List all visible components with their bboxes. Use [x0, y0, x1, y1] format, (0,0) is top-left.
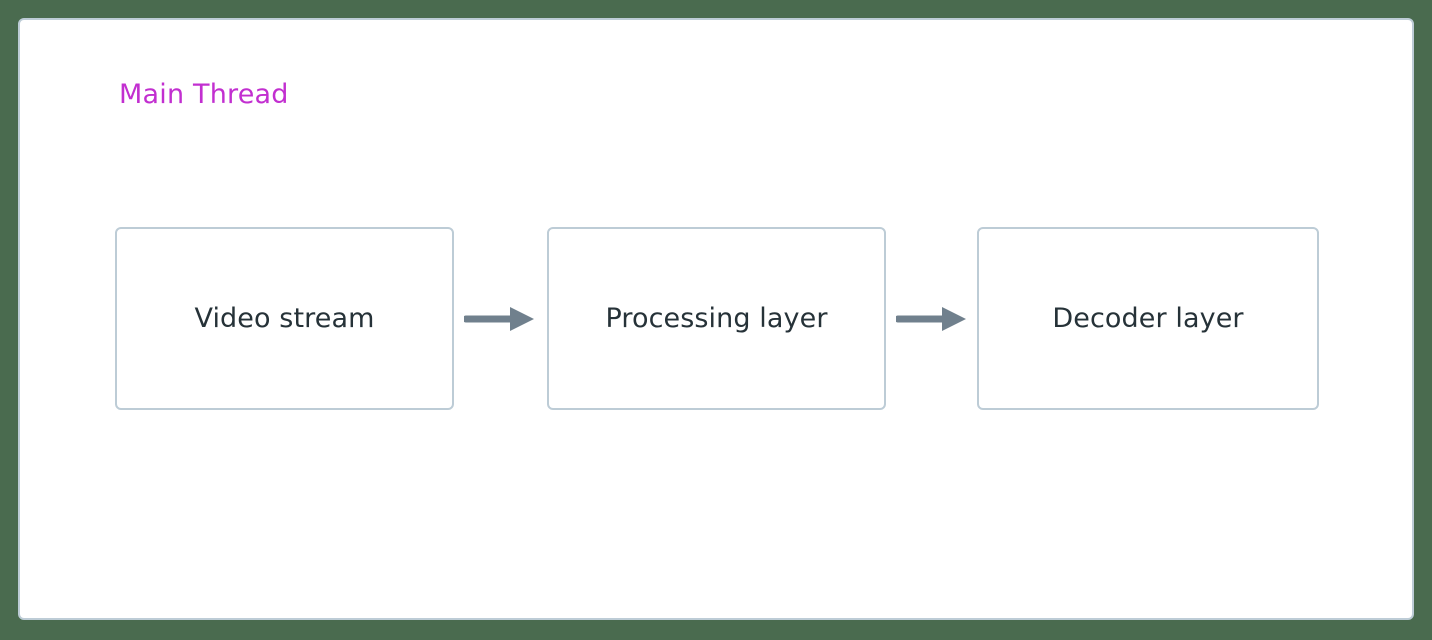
subgraph-title: Main Thread — [119, 79, 289, 110]
node-decoder-layer[interactable]: Decoder layer — [977, 227, 1319, 410]
node-label: Decoder layer — [1052, 302, 1244, 334]
arrow-right-icon — [464, 307, 534, 331]
node-label: Video stream — [194, 302, 375, 334]
node-video-stream[interactable]: Video stream — [115, 227, 454, 410]
node-processing-layer[interactable]: Processing layer — [547, 227, 886, 410]
edge-video-to-processing — [464, 303, 536, 335]
edge-processing-to-decoder — [896, 303, 968, 335]
node-label: Processing layer — [605, 302, 828, 334]
arrow-right-icon — [896, 307, 966, 331]
